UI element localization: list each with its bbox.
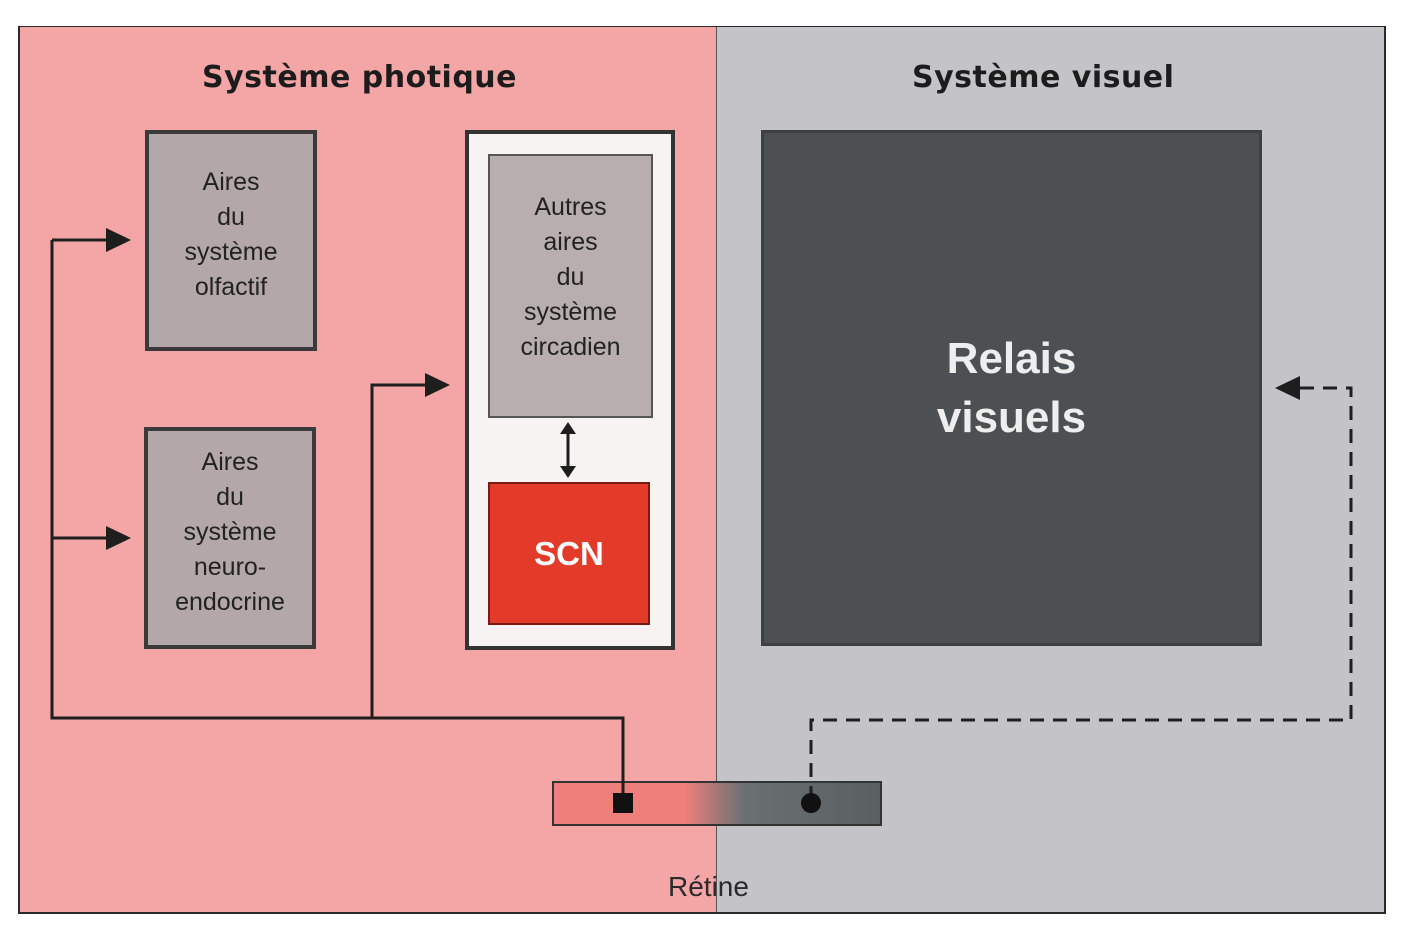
visual-relays-box: Relais visuels (761, 130, 1262, 646)
olfactory-line: olfactif (194, 272, 268, 301)
retina-label: Rétine (668, 871, 749, 902)
photic-pathway-trunk (50, 240, 625, 800)
visual-pathway-dashed (809, 386, 1353, 800)
arrowhead-olfactory (106, 228, 131, 252)
scn-label: SCN (534, 535, 604, 572)
arrowhead-down (560, 466, 576, 478)
visual-receptor-dot (801, 793, 821, 813)
diagram-border (18, 26, 1386, 914)
neuroendocrine-line: du (216, 482, 244, 511)
other-circadian-areas-box: Autres aires du système circadien (488, 154, 653, 418)
circadian-line: Autres (534, 192, 607, 221)
scn-box: SCN (488, 482, 650, 625)
photic-receptor-square (613, 793, 633, 813)
circadian-line: système (523, 297, 618, 326)
photic-system-title: Système photique (202, 60, 518, 95)
circadian-line: circadien (520, 332, 621, 361)
circadian-line: du (556, 262, 585, 291)
branch-to-circadian (370, 383, 425, 718)
neuroendocrine-line: neuro- (193, 552, 267, 581)
visual-relays-line: visuels (936, 393, 1087, 442)
olfactory-line: système (184, 237, 278, 266)
neuroendocrine-line: système (183, 517, 277, 546)
arrowhead-circadian (425, 373, 450, 397)
visual-system-title: Système visuel (912, 60, 1175, 95)
arrowhead-up (560, 422, 576, 434)
panel-divider (716, 26, 717, 913)
retina-bar (552, 781, 882, 826)
neuroendocrine-areas-box: Aires du système neuro- endocrine (144, 427, 316, 649)
arrowhead-visual-relays (1275, 376, 1300, 400)
neuroendocrine-line: Aires (201, 447, 259, 476)
olfactory-areas-box: Aires du système olfactif (145, 130, 317, 351)
olfactory-line: Aires (202, 167, 260, 196)
neuroendocrine-line: endocrine (175, 587, 285, 616)
olfactory-line: du (217, 202, 245, 231)
arrowhead-neuroendocrine (106, 526, 131, 550)
visual-relays-line: Relais (946, 334, 1077, 383)
circadian-line: aires (543, 227, 598, 256)
